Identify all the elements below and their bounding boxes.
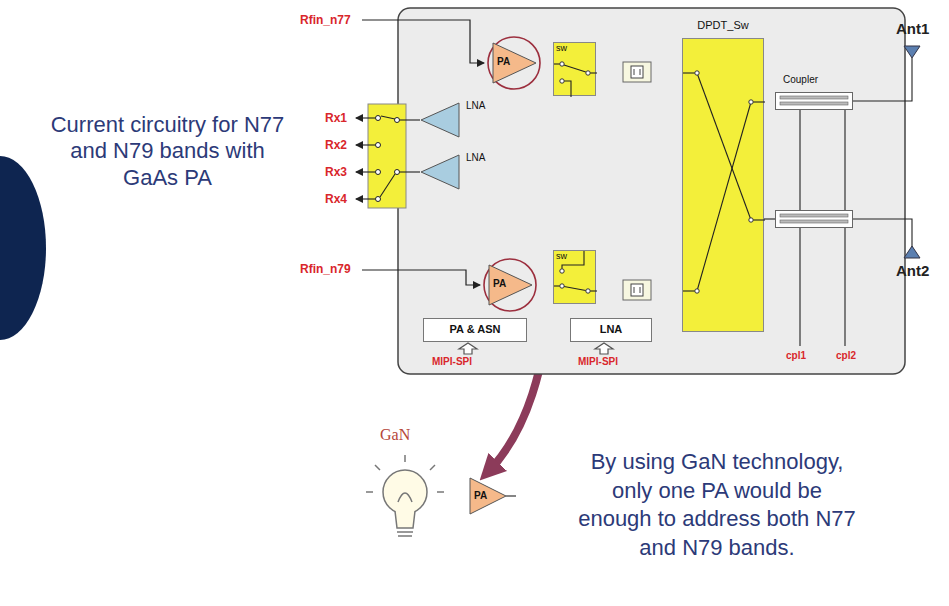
shape-outline [420,154,460,190]
dpdt-switch: DPDT_Sw [682,16,764,332]
port-name: cpl1 [786,350,806,361]
signal-name: Rfin_n79 [300,262,351,276]
control-block: LNA [570,318,652,342]
shape-art [420,154,460,190]
port-name: cpl2 [836,350,856,361]
antenna-symbol [904,246,920,258]
side-note: Current circuitry for N77 and N79 bands … [50,112,285,191]
shape-outline [482,257,538,313]
node-text: LNA [570,323,652,335]
shape-art [775,92,853,110]
rf-input-wire [362,20,484,63]
low-noise-amplifier: LNA [420,152,502,192]
shape-art [486,35,542,91]
signal-name: Rx1 [325,111,347,125]
node-text: PA [474,490,487,501]
antenna-symbol [904,46,920,58]
shape-art [775,210,853,228]
light-bulb [366,455,444,536]
gan-power-amplifier: PA [468,476,516,516]
navy-tab [0,156,46,340]
signal-name: Rx2 [325,138,347,152]
bus-name: MIPI-SPI [432,356,472,367]
node-text: PA [493,278,506,289]
shape-art [420,102,460,138]
node-text: DPDT_Sw [682,19,764,31]
node-text: LNA [466,100,485,111]
shape-outline [420,102,460,138]
shape-outline [775,210,853,228]
rf-switch: sw [553,250,596,304]
power-amplifier: PA [482,257,538,313]
node-text: Coupler [783,74,818,85]
node-text: PA & ASN [423,323,527,335]
antenna-name: Ant2 [896,262,929,279]
shape-outline [682,38,764,332]
side-note: By using GaN technology, only one PA wou… [574,448,860,562]
node-text: sw [556,251,567,261]
node-text: PA [497,56,510,67]
antenna-name: Ant1 [896,20,929,37]
node-text: LNA [466,152,485,163]
signal-name: Rx4 [325,192,347,206]
filter-symbol [623,62,651,82]
signal-name: Rfin_n77 [300,13,351,27]
shape-outline [775,92,853,110]
hollow-arrow [459,343,613,354]
shape-outline [486,35,542,91]
shape-art [683,39,765,333]
material-name: GaN [380,426,410,444]
rf-switch: sw [553,42,596,96]
bus-name: MIPI-SPI [578,356,618,367]
filter-symbol [623,280,651,300]
rf-input-wire [362,270,480,285]
rx-switch [368,104,420,208]
node-text: sw [556,43,567,53]
control-block: PA & ASN [423,318,527,342]
antenna-wires [764,58,912,346]
shape-art [482,257,538,313]
signal-name: Rx3 [325,165,347,179]
low-noise-amplifier: LNA [420,100,502,140]
coupler: Coupler [775,70,853,230]
power-amplifier: PA [486,35,542,91]
rx-output-arrows [356,118,368,199]
